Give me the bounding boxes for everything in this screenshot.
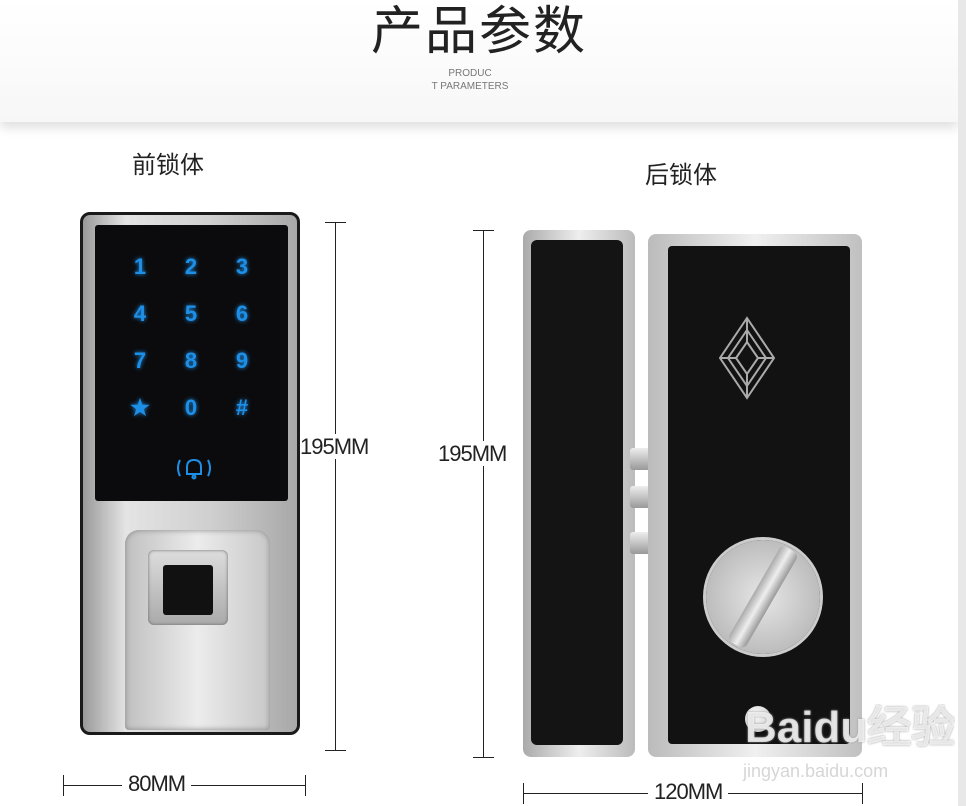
front-lock-label: 前锁体 bbox=[132, 151, 204, 179]
dim-tick bbox=[325, 750, 346, 751]
back-lock-black-panel bbox=[668, 246, 850, 744]
key-11[interactable]: 0 bbox=[184, 395, 198, 420]
page-title: 产品参数 bbox=[370, 2, 587, 62]
back-lock-label: 后锁体 bbox=[645, 161, 717, 189]
dim-tick bbox=[523, 783, 524, 804]
subtitle-line2: T PARAMETERS bbox=[431, 81, 509, 92]
header-band bbox=[0, 0, 958, 122]
front-height-label: 195MM bbox=[300, 434, 369, 459]
key-7[interactable]: 7 bbox=[133, 348, 147, 373]
key-12[interactable]: # bbox=[235, 395, 249, 420]
fingerprint-sensor[interactable] bbox=[163, 565, 213, 615]
dim-tick bbox=[473, 230, 494, 231]
key-10[interactable]: ★ bbox=[130, 395, 150, 420]
leather-pad bbox=[531, 240, 623, 745]
key-4[interactable]: 4 bbox=[133, 301, 147, 326]
key-9[interactable]: 9 bbox=[235, 348, 249, 373]
front-width-label: 80MM bbox=[122, 771, 192, 796]
stud-button bbox=[745, 706, 771, 732]
key-1[interactable]: 1 bbox=[133, 254, 147, 279]
front-height-line bbox=[335, 222, 336, 750]
key-8[interactable]: 8 bbox=[184, 348, 198, 373]
back-height-label: 195MM bbox=[438, 441, 507, 466]
watermark-url: jingyan.baidu.com bbox=[743, 761, 889, 781]
key-3[interactable]: 3 bbox=[235, 254, 249, 279]
key-2[interactable]: 2 bbox=[184, 254, 198, 279]
dim-tick bbox=[305, 775, 306, 796]
watermark-logo: Baidu经验 bbox=[745, 704, 956, 752]
dim-tick bbox=[862, 783, 863, 804]
maze-logo-icon bbox=[718, 316, 776, 400]
back-height-line bbox=[483, 230, 484, 757]
keypad-panel bbox=[95, 225, 288, 501]
subtitle-line1: PRODUC bbox=[448, 68, 492, 79]
key-6[interactable]: 6 bbox=[235, 301, 249, 326]
back-width-label: 120MM bbox=[648, 779, 729, 804]
dim-tick bbox=[325, 222, 346, 223]
bell-icon[interactable] bbox=[176, 456, 212, 480]
dim-tick bbox=[63, 775, 64, 796]
key-5[interactable]: 5 bbox=[184, 301, 198, 326]
right-edge-strip bbox=[958, 0, 966, 806]
dim-tick bbox=[473, 757, 494, 758]
